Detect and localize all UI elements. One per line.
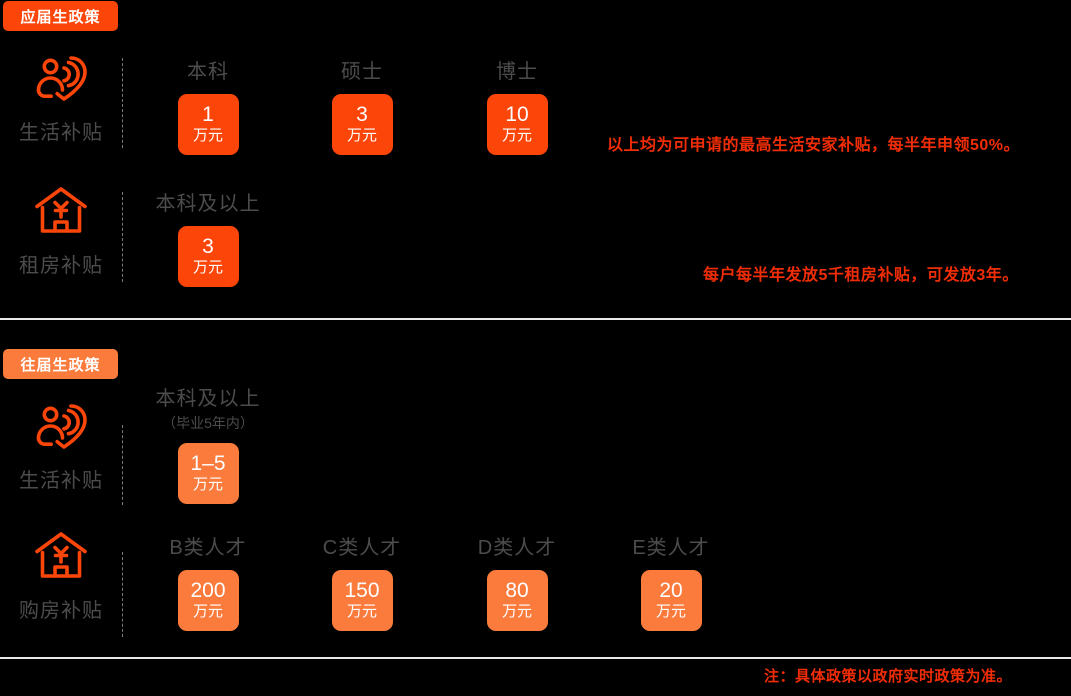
amount-unit: 万元 <box>655 602 686 620</box>
amount-card: 80 万元 <box>486 570 548 631</box>
column-bachelor: 本科 1 万元 <box>143 55 273 155</box>
row-divider-dashed <box>122 552 123 637</box>
amount-unit: 万元 <box>192 475 223 493</box>
note-rent-subsidy: 每户每半年发放5千租房补贴，可发放3年。 <box>703 267 1019 284</box>
column-master: 硕士 3 万元 <box>297 55 427 155</box>
house-yuan-icon <box>0 185 122 243</box>
category-home-purchase-subsidy: 购房补贴 <box>0 530 122 623</box>
amount-unit: 万元 <box>346 126 377 144</box>
person-heart-icon <box>0 52 122 110</box>
category-label: 生活补贴 <box>19 122 103 144</box>
amount-value: 150 <box>344 578 380 602</box>
category-label: 购房补贴 <box>19 600 103 622</box>
amount-unit: 万元 <box>501 602 532 620</box>
note-living-allowance: 以上均为可申请的最高生活安家补贴，每半年申领50%。 <box>607 137 1021 154</box>
footer-note: 注：具体政策以政府实时政策为准。 <box>764 668 1013 685</box>
amount-card: 20 万元 <box>640 570 702 631</box>
amount-card: 1–5 万元 <box>177 443 239 504</box>
amount-card: 1 万元 <box>177 94 239 155</box>
footer-divider <box>0 657 1071 659</box>
amount-unit: 万元 <box>192 126 223 144</box>
row-divider-dashed <box>122 425 123 505</box>
amount-unit: 万元 <box>346 602 377 620</box>
amount-value: 80 <box>505 578 529 602</box>
amount-unit: 万元 <box>501 126 532 144</box>
amount-value: 200 <box>190 578 226 602</box>
category-living-allowance-fresh: 生活补贴 <box>0 52 122 145</box>
category-label: 生活补贴 <box>19 470 103 492</box>
person-heart-icon <box>0 400 122 458</box>
section-divider <box>0 318 1071 320</box>
column-title: 博士 <box>496 61 538 83</box>
column-phd: 博士 10 万元 <box>452 55 582 155</box>
column-talent-d: D类人才 80 万元 <box>452 531 582 631</box>
category-label: 租房补贴 <box>19 255 103 277</box>
amount-value: 1 <box>202 102 214 126</box>
amount-unit: 万元 <box>192 258 223 276</box>
row-divider-dashed <box>122 58 123 148</box>
amount-card: 10 万元 <box>486 94 548 155</box>
amount-card: 3 万元 <box>177 226 239 287</box>
section-badge-fresh-graduate: 应届生政策 <box>3 1 118 31</box>
column-title: E类人才 <box>632 537 710 559</box>
column-title: D类人才 <box>477 537 557 559</box>
column-talent-c: C类人才 150 万元 <box>297 531 427 631</box>
column-title: 硕士 <box>341 61 383 83</box>
amount-unit: 万元 <box>192 602 223 620</box>
amount-value: 1–5 <box>190 451 226 475</box>
column-title: C类人才 <box>322 537 402 559</box>
category-rent-subsidy-fresh: 租房补贴 <box>0 185 122 278</box>
column-title: 本科 <box>187 61 229 83</box>
column-bachelor-and-above-within-5-years: 本科及以上 （毕业5年内） 1–5 万元 <box>143 382 273 504</box>
column-talent-e: E类人才 20 万元 <box>606 531 736 631</box>
amount-card: 3 万元 <box>331 94 393 155</box>
category-living-allowance-past: 生活补贴 <box>0 400 122 493</box>
amount-value: 10 <box>505 102 529 126</box>
amount-value: 3 <box>356 102 368 126</box>
amount-card: 200 万元 <box>177 570 239 631</box>
row-divider-dashed <box>122 192 123 282</box>
house-yuan-icon <box>0 530 122 588</box>
amount-value: 20 <box>659 578 683 602</box>
column-title: 本科及以上 <box>155 193 261 215</box>
column-title: 本科及以上 <box>155 388 261 410</box>
amount-card: 150 万元 <box>331 570 393 631</box>
column-talent-b: B类人才 200 万元 <box>143 531 273 631</box>
column-subtitle: （毕业5年内） <box>162 415 254 431</box>
column-bachelor-and-above: 本科及以上 3 万元 <box>143 187 273 287</box>
amount-value: 3 <box>202 234 214 258</box>
column-title: B类人才 <box>169 537 247 559</box>
section-badge-past-graduate: 往届生政策 <box>3 349 118 379</box>
